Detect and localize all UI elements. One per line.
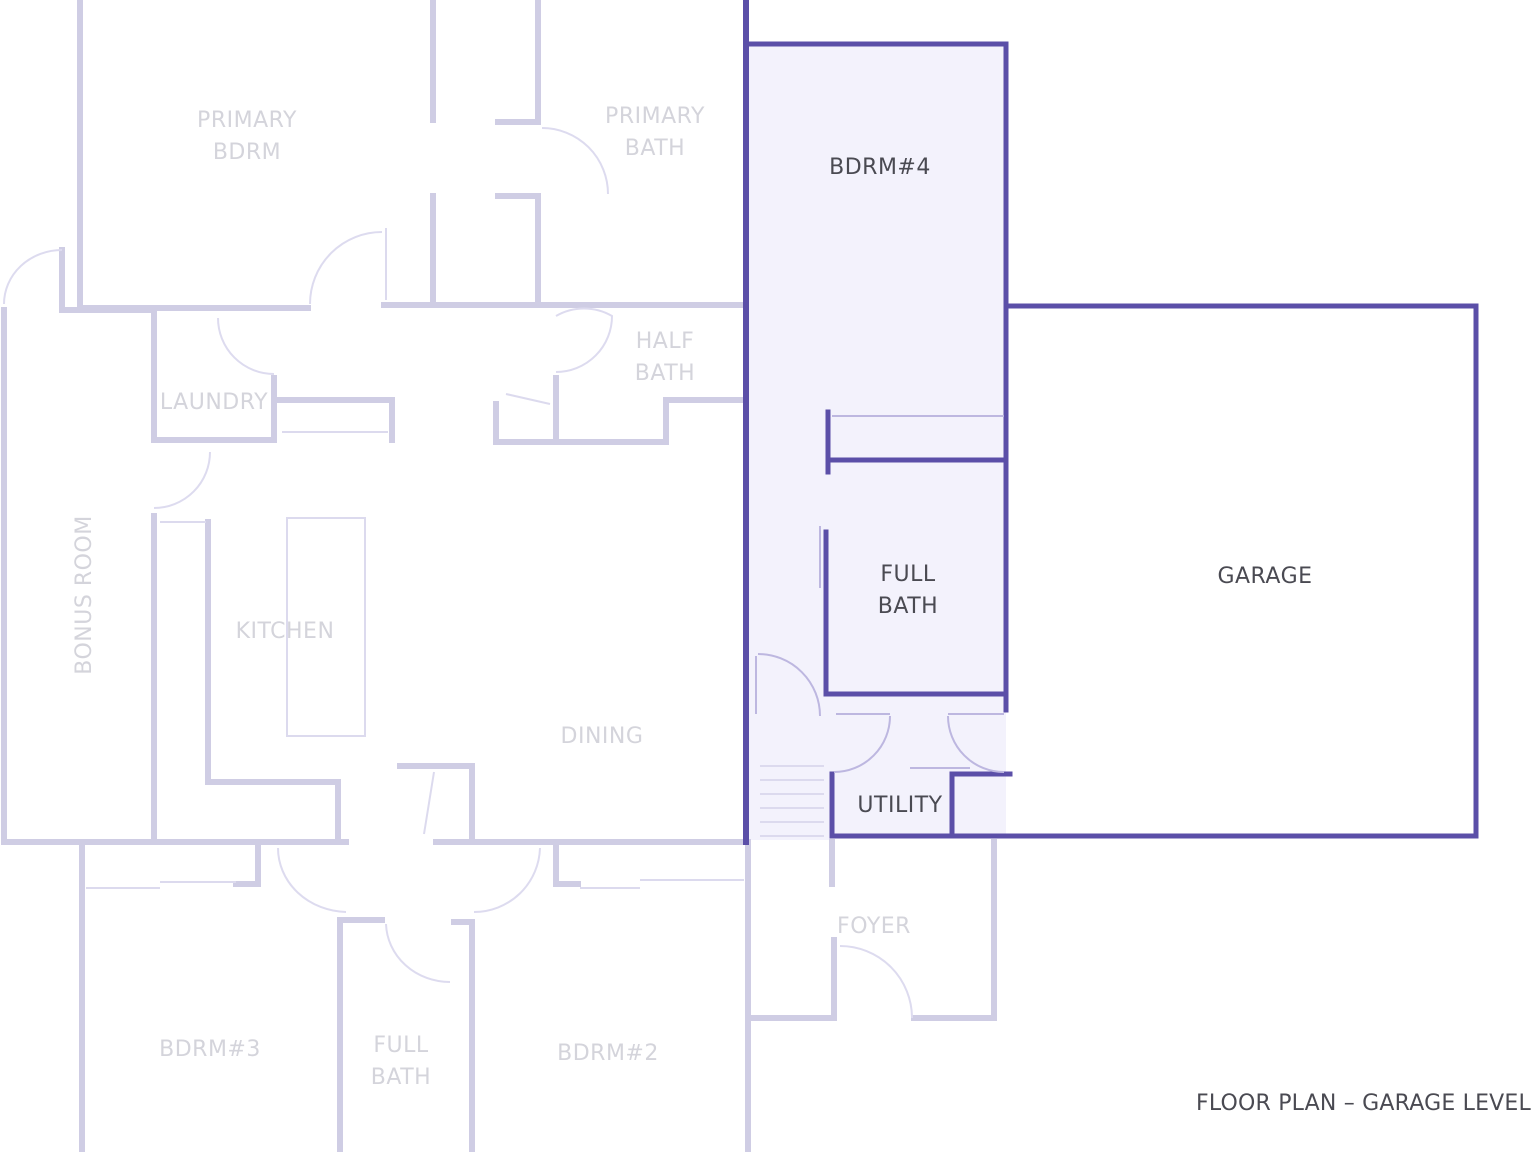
door-swing	[217, 317, 275, 375]
room-label-primary-bdrm-2: BDRM	[213, 140, 281, 165]
room-label-bonus-room: BONUS ROOM	[72, 515, 97, 674]
window	[86, 879, 744, 889]
active-doors	[757, 653, 1005, 773]
door-swing	[833, 715, 891, 773]
bdrm4-wall	[745, 41, 1009, 713]
stair-treads	[760, 765, 824, 837]
wall	[205, 519, 341, 841]
room-label-bdrm4: BDRM#4	[829, 155, 931, 180]
room-labels: PRIMARY BDRM PRIMARY BATH BDRM#4 HALF BA…	[72, 104, 1312, 1090]
garage-wall	[829, 303, 1479, 839]
bath-wall	[823, 529, 1009, 697]
window	[282, 393, 551, 835]
wall	[553, 397, 747, 445]
door-swing	[947, 715, 1005, 773]
room-label-primary-bath-2: BATH	[625, 136, 685, 161]
room-label-garage: GARAGE	[1217, 564, 1312, 589]
room-label-primary-bdrm-1: PRIMARY	[197, 108, 297, 133]
room-label-full-bath-lower-2: BATH	[371, 1065, 431, 1090]
room-label-dining: DINING	[561, 724, 644, 749]
door-swing	[473, 847, 541, 913]
wall	[493, 375, 559, 445]
door-swing	[839, 945, 913, 1019]
wall	[495, 0, 541, 125]
wall	[911, 839, 997, 1021]
door-leaf	[836, 713, 1004, 769]
kitchen-island	[286, 517, 366, 737]
room-label-half-bath-2: BATH	[635, 361, 695, 386]
faded-doors	[3, 127, 913, 1019]
faded-walls	[1, 0, 997, 1152]
active-fills	[748, 46, 1006, 840]
door-swing	[555, 307, 614, 373]
plan-title: FLOOR PLAN – GARAGE LEVEL	[1196, 1091, 1532, 1116]
wall	[495, 193, 541, 308]
wall	[59, 247, 151, 313]
door-swing	[385, 923, 451, 983]
room-label-full-bath-upper-2: BATH	[878, 594, 938, 619]
wall	[451, 919, 475, 1152]
door-swing	[757, 653, 821, 717]
door-swing	[277, 847, 347, 913]
wall	[275, 397, 395, 443]
room-label-utility: UTILITY	[857, 793, 942, 818]
door-swing	[309, 231, 383, 305]
wall	[233, 843, 261, 887]
wall	[397, 763, 475, 841]
stair-fill	[748, 700, 830, 840]
room-label-kitchen: KITCHEN	[236, 619, 335, 644]
room-label-full-bath-lower-1: FULL	[373, 1033, 429, 1058]
door-swing	[541, 127, 609, 195]
room-label-full-bath-upper-1: FULL	[880, 562, 936, 587]
window	[160, 228, 387, 523]
wall	[151, 307, 277, 443]
room-label-half-bath-1: HALF	[636, 329, 695, 354]
active-walls	[743, 0, 1479, 845]
wall	[553, 843, 581, 887]
wall	[749, 937, 837, 1021]
room-label-primary-bath-1: PRIMARY	[605, 104, 705, 129]
room-label-foyer: FOYER	[837, 914, 911, 939]
room-label-laundry: LAUNDRY	[160, 390, 268, 415]
room-label-bdrm2: BDRM#2	[557, 1041, 659, 1066]
door-swing	[153, 451, 211, 509]
room-label-bdrm3: BDRM#3	[159, 1037, 261, 1062]
door-swing	[3, 249, 63, 305]
